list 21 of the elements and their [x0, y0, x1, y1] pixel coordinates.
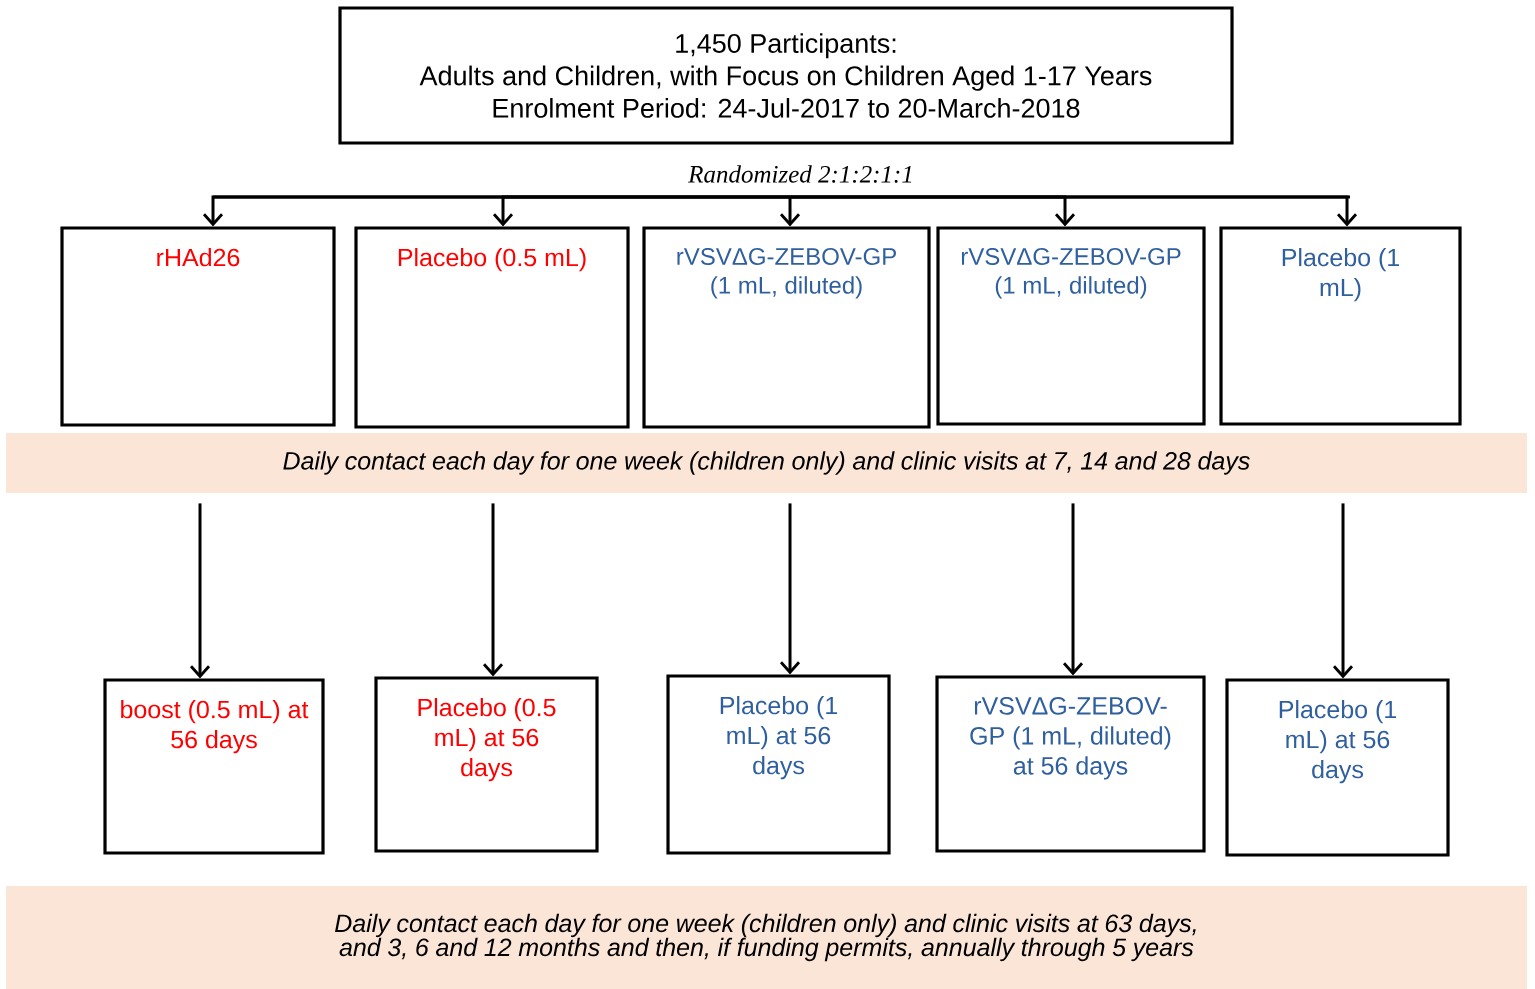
arm-box: rVSVΔG-ZEBOV-GP (1 mL, diluted) at 56 days	[935, 675, 1206, 853]
arm-box: rHAd26	[60, 226, 336, 427]
arm-box: Placebo (0.5 mL) at 56 days	[374, 676, 599, 853]
arm-box: boost (0.5 mL) at 56 days	[103, 678, 325, 855]
arm-box: Placebo (1 mL)	[1219, 226, 1462, 426]
arrow	[482, 503, 504, 677]
arrow	[1332, 503, 1354, 679]
branch-line	[213, 195, 1350, 199]
schedule-band: Daily contact each day for one week (children only) and clinic visits at 7, 14 and 28 days	[6, 433, 1527, 493]
arrow	[1062, 503, 1084, 676]
arm-box: rVSVΔG-ZEBOV-GP (1 mL, diluted)	[936, 226, 1206, 426]
arrow	[779, 197, 801, 227]
schedule-band: Daily contact each day for one week (children only) and clinic visits at 63 days, and 3, 6 and 12 months and then, if funding permits, annually through 5 years	[6, 886, 1527, 989]
arrow	[189, 503, 211, 679]
arm-box: Placebo (0.5 mL)	[354, 226, 630, 429]
arrow	[779, 503, 801, 675]
randomization-label: Randomized 2:1:2:1:1	[686, 163, 916, 185]
title-box: 1,450 Participants: Adults and Children, with Focus on Children Aged 1-17 Years Enrolment Period: 24-Jul-2017 to 20-March-2018	[338, 6, 1234, 145]
arm-box: rVSVΔG-ZEBOV-GP (1 mL, diluted)	[642, 226, 931, 429]
arm-box: Placebo (1 mL) at 56 days	[1225, 678, 1450, 857]
arm-box: Placebo (1 mL) at 56 days	[666, 674, 891, 855]
